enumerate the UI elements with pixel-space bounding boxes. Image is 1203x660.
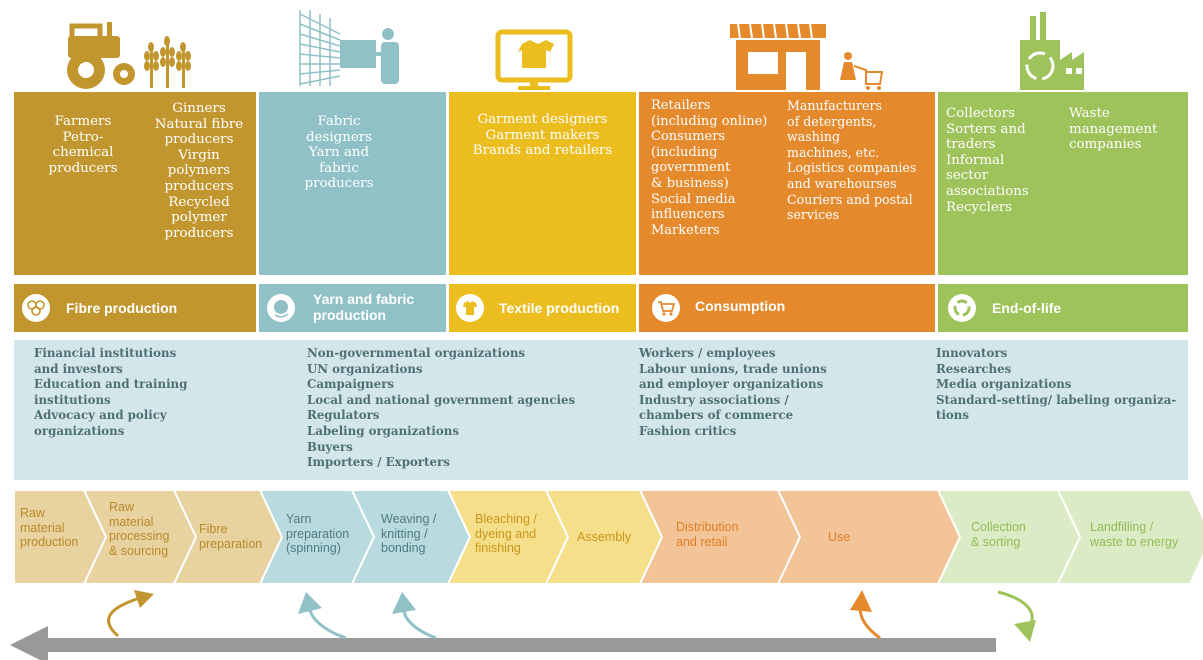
tshirt-icon — [456, 294, 484, 322]
stage-bar-eol: End-of-life — [938, 284, 1188, 332]
recycling-factory-icon — [1020, 12, 1084, 90]
actor-list-fibre-right: Ginners Natural fibre producers Virgin p… — [154, 101, 244, 241]
process-step-shape — [1056, 489, 1203, 585]
shop-and-shopper-icon — [730, 23, 884, 90]
stage-label-eol: End-of-life — [992, 300, 1062, 316]
shopping-cart-icon — [652, 294, 680, 322]
actor-list-eol-left: Collectors Sorters and traders Informal … — [946, 106, 1029, 215]
recycle-icon — [948, 294, 976, 322]
tshirt-monitor-icon — [495, 29, 573, 90]
actor-list-consumption-right: Manufacturers of detergents, washing mac… — [787, 98, 917, 223]
process-step-label: Weaving / knitting / bonding — [381, 512, 437, 555]
actor-list-fibre-left: Farmers Petro- chemical producers — [48, 114, 118, 176]
process-step-label: Yarn preparation (spinning) — [286, 512, 350, 555]
actor-list-yarn: Fabric designers Yarn and fabric produce… — [304, 114, 374, 192]
stakeholder-list-4: Innovators Researches Media organization… — [936, 346, 1177, 423]
stage-label-textile: Textile production — [499, 300, 620, 316]
process-step-label: Use — [828, 530, 851, 544]
stage-label-fibre: Fibre production — [66, 300, 178, 316]
actor-box-yarn: Fabric designers Yarn and fabric produce… — [259, 92, 446, 275]
process-step-label: Raw material production — [20, 506, 79, 549]
actor-box-eol: Collectors Sorters and traders Informal … — [938, 92, 1188, 275]
actor-box-textile: Garment designers Garment makers Brands … — [449, 92, 636, 275]
stage-bar-fibre: Fibre production — [14, 284, 256, 332]
stage-label-yarn: Yarn and fabric production — [313, 291, 415, 323]
stakeholder-band: Financial institutions and investors Edu… — [14, 340, 1188, 480]
cotton-icon — [22, 294, 50, 322]
stage-bar-yarn: Yarn and fabric production — [259, 284, 446, 332]
process-step-label: Bleaching / dyeing and finishing — [475, 512, 537, 555]
actor-box-consumption: Retailers (including online) Consumers (… — [639, 92, 935, 275]
stage-bar-consumption: Consumption — [639, 284, 935, 332]
top-icons — [67, 10, 1084, 90]
actor-list-consumption-left: Retailers (including online) Consumers (… — [651, 98, 768, 238]
tractor-and-wheat-icon — [67, 22, 191, 89]
process-step-label: Assembly — [577, 530, 632, 544]
stakeholder-list-3: Workers / employees Labour unions, trade… — [639, 346, 827, 438]
stage-label-consumption: Consumption — [695, 298, 786, 314]
process-step-label: Raw material processing & sourcing — [109, 500, 170, 558]
process-step-label: Distribution and retail — [676, 520, 739, 549]
actor-box-fibre: Farmers Petro- chemical producers Ginner… — [14, 92, 256, 275]
spinning-machine-icon — [299, 10, 399, 86]
process-step-label: Fibre preparation — [199, 522, 263, 551]
process-step-label: Collection & sorting — [971, 520, 1026, 549]
actor-list-eol-right: Waste management companies — [1069, 106, 1158, 153]
yarn-ball-icon — [267, 294, 295, 322]
stakeholder-list-2: Non-governmental organizations UN organi… — [307, 346, 576, 470]
stage-bar-textile: Textile production — [449, 284, 636, 332]
stakeholder-list-1: Financial institutions and investors Edu… — [34, 346, 188, 438]
process-step-label: Landfilling / waste to energy — [1090, 520, 1179, 549]
actor-list-textile: Garment designers Garment makers Brands … — [472, 112, 613, 159]
